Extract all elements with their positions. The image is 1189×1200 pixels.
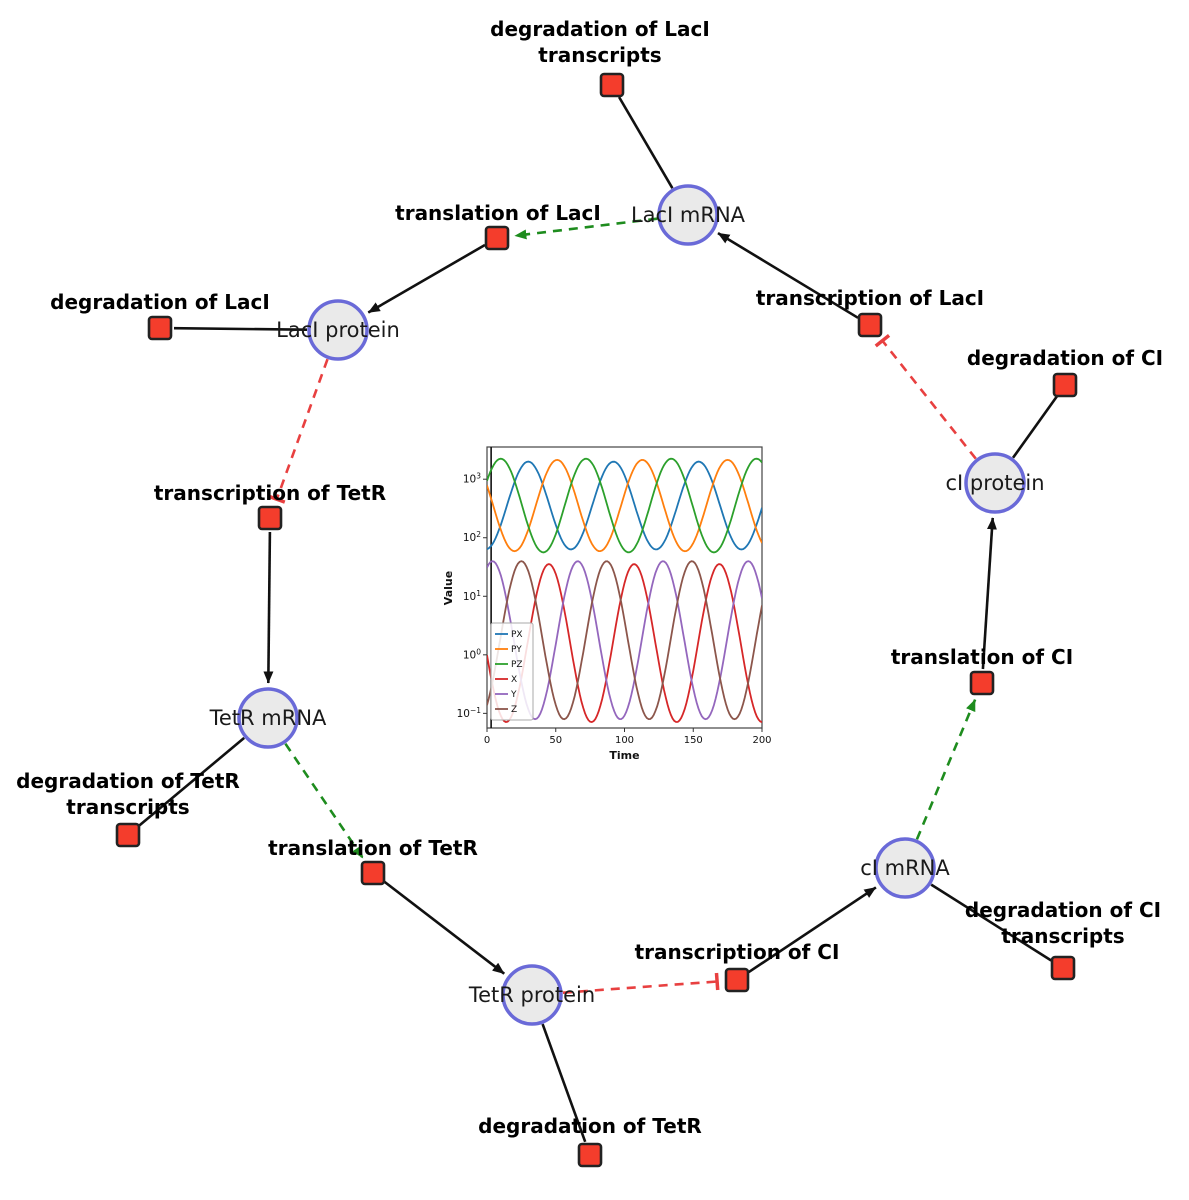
x-tick-label: 100 — [615, 735, 634, 746]
y-tick-label: 103 — [463, 472, 481, 486]
reaction-label-deg_ci: degradation of CI — [967, 346, 1163, 370]
series-PX — [487, 460, 762, 551]
edge-arrow-txn_laci-laci_mrna — [717, 231, 859, 319]
y-tick-label: 102 — [463, 530, 481, 544]
y-tick-label: 100 — [463, 647, 481, 661]
reaction-node-transl_tetr[interactable] — [360, 860, 386, 886]
reaction-node-deg_ci[interactable] — [1052, 372, 1078, 398]
reaction-label-txn_tetr: transcription of TetR — [154, 481, 386, 505]
reaction-node-txn_laci[interactable] — [857, 312, 883, 338]
reaction-label-txn_laci: transcription of LacI — [756, 286, 984, 310]
series-X — [487, 563, 762, 724]
edge-arrow-transl_laci-laci_prot — [367, 243, 486, 314]
edge-line-laci_mrna-deg_laci_tx — [617, 96, 674, 189]
reaction-node-deg_tetr_tx[interactable] — [115, 822, 141, 848]
reaction-node-txn_ci[interactable] — [724, 967, 750, 993]
reaction-label-transl_tetr: translation of TetR — [268, 836, 478, 860]
edge-line-tetr_mrna-deg_tetr_tx — [137, 736, 246, 827]
reaction-label-transl_ci: translation of CI — [891, 645, 1073, 669]
legend-label-PZ: PZ — [511, 660, 523, 670]
edge-arrow-transl_tetr-tetr_prot — [383, 880, 505, 975]
x-tick-label: 150 — [684, 735, 703, 746]
reaction-label-transl_laci: translation of LacI — [395, 201, 601, 225]
edge-line-tetr_prot-deg_tetr — [541, 1023, 587, 1143]
species-label-ci_mrna: cI mRNA — [860, 856, 950, 880]
edge-line-ci_prot-deg_ci — [1011, 395, 1058, 459]
legend: PX PY PZ XYZ — [490, 622, 534, 721]
time-series-chart: 103 102 101 100 10−1 0 50 100 150 200 PX PY PZ XYZ Ti… — [442, 446, 772, 762]
edge-arrow-txn_tetr-tetr_mrna — [263, 531, 274, 684]
reaction-node-txn_tetr[interactable] — [257, 505, 283, 531]
species-label-laci_prot: LacI protein — [276, 318, 400, 342]
edge-modifier-laci_mrna-transl_laci — [514, 217, 658, 240]
y-tick-label: 101 — [463, 589, 481, 603]
legend-label-PY: PY — [511, 645, 522, 655]
y-tick-label: 10−1 — [457, 706, 482, 720]
edge-line-ci_mrna-deg_ci_tx — [930, 883, 1052, 962]
reaction-node-deg_tetr[interactable] — [577, 1142, 603, 1168]
edge-modifier-ci_mrna-transl_ci — [915, 699, 977, 840]
species-label-tetr_prot: TetR protein — [468, 983, 595, 1007]
species-node-tetr_mrna[interactable] — [237, 687, 299, 749]
x-axis-label: Time — [609, 749, 639, 762]
species-node-laci_mrna[interactable] — [657, 184, 719, 246]
reaction-label-deg_tetr: degradation of TetR — [478, 1114, 702, 1138]
reaction-label-deg_laci: degradation of LacI — [50, 290, 270, 314]
edges-layer — [137, 96, 1058, 1143]
x-tick-label: 200 — [752, 735, 771, 746]
series-PZ — [487, 457, 762, 554]
legend-label-PX: PX — [511, 630, 523, 640]
y-axis-label: Value — [442, 571, 455, 605]
species-label-tetr_mrna: TetR mRNA — [209, 706, 327, 730]
reaction-node-deg_ci_tx[interactable] — [1050, 955, 1076, 981]
reaction-node-deg_laci_tx[interactable] — [599, 72, 625, 98]
series-Z — [487, 560, 762, 721]
species-node-tetr_prot[interactable] — [501, 964, 563, 1026]
edge-arrow-txn_ci-ci_mrna — [747, 886, 877, 974]
edge-inhibition-ci_prot-txn_laci — [874, 334, 977, 460]
x-tick-label: 0 — [484, 735, 490, 746]
edge-inhibition-tetr_prot-txn_ci — [562, 972, 720, 994]
x-tick-label: 50 — [549, 735, 562, 746]
reaction-label-txn_ci: transcription of CI — [635, 940, 840, 964]
edge-arrow-transl_ci-ci_prot — [981, 517, 997, 670]
species-label-ci_prot: cI protein — [945, 471, 1044, 495]
species-node-laci_prot[interactable] — [307, 299, 369, 361]
edge-modifier-tetr_mrna-transl_tetr — [284, 742, 364, 859]
species-label-laci_mrna: LacI mRNA — [631, 203, 746, 227]
legend-box — [490, 622, 534, 721]
reaction-node-deg_laci[interactable] — [147, 315, 173, 341]
species-node-ci_prot[interactable] — [964, 452, 1026, 514]
legend-label-Y: Y — [510, 690, 517, 700]
series-PY — [487, 458, 762, 553]
edge-line-laci_prot-deg_laci — [173, 326, 308, 331]
legend-label-X: X — [511, 675, 517, 685]
reaction-node-transl_ci[interactable] — [969, 670, 995, 696]
edge-inhibition-laci_prot-txn_tetr — [268, 358, 329, 504]
legend-label-Z: Z — [511, 705, 517, 715]
species-node-ci_mrna[interactable] — [874, 837, 936, 899]
reaction-node-transl_laci[interactable] — [484, 225, 510, 251]
